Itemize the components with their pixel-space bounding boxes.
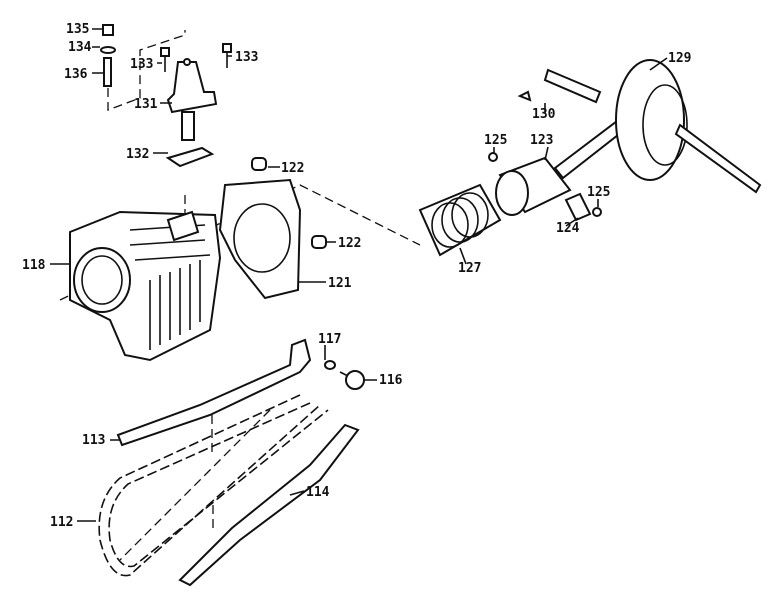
spring-136	[103, 57, 112, 87]
bolt-133-right	[222, 43, 232, 68]
label-113: 113	[82, 433, 105, 448]
label-131: 131	[134, 97, 158, 112]
label-135: 135	[66, 22, 89, 37]
label-129: 129	[668, 51, 691, 66]
label-112: 112	[50, 515, 73, 530]
label-132: 132	[126, 147, 149, 162]
label-122-lower: 122	[338, 236, 361, 251]
label-134: 134	[68, 40, 92, 55]
plug-116	[339, 370, 365, 390]
label-130: 130	[532, 107, 556, 122]
leader-lines	[50, 28, 668, 522]
label-124: 124	[556, 221, 580, 236]
chain-guide-114	[178, 423, 360, 587]
washer-134	[100, 46, 116, 54]
label-136: 136	[64, 67, 88, 82]
label-116: 116	[379, 373, 403, 388]
chain-guide-113	[116, 338, 312, 447]
key-130	[517, 90, 532, 102]
label-127: 127	[458, 261, 481, 276]
piston-pin-124	[564, 192, 592, 222]
oring-117	[324, 360, 336, 370]
label-125-right: 125	[587, 185, 610, 200]
label-117: 117	[318, 332, 341, 347]
gasket-121	[218, 178, 302, 300]
cam-chain-tensioner-131	[166, 58, 218, 141]
crankshaft-129	[543, 59, 762, 194]
cam-chain-112	[98, 394, 329, 577]
piston-rings-127	[418, 183, 502, 257]
label-123: 123	[530, 133, 553, 148]
cap-135	[102, 24, 114, 36]
label-133-left: 133	[130, 57, 153, 72]
label-125-left: 125	[484, 133, 507, 148]
bolt-133-left	[160, 47, 170, 72]
dowel-122-lower	[311, 235, 327, 249]
dowel-122-upper	[251, 157, 267, 171]
gasket-132	[165, 146, 215, 168]
label-121: 121	[328, 276, 352, 291]
clip-125-right	[592, 207, 602, 217]
label-122-upper: 122	[281, 161, 304, 176]
piston-123	[495, 156, 572, 216]
label-114: 114	[306, 485, 330, 500]
label-133-right: 133	[235, 50, 258, 65]
label-118: 118	[22, 258, 46, 273]
clip-125-left	[488, 152, 498, 162]
cylinder-118	[69, 210, 222, 362]
